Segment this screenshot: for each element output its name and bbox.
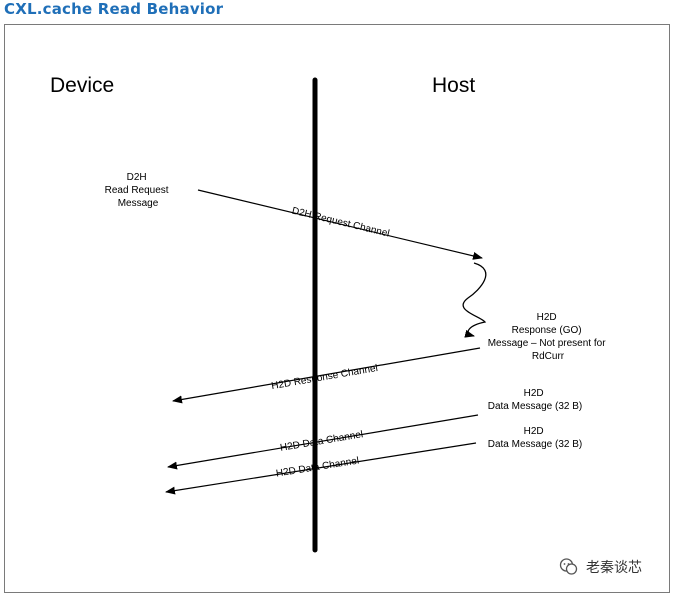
h2d-data-channel-1-label: H2D Data Channel xyxy=(279,429,364,454)
h2d-data-message-1-label: H2D Data Message (32 B) xyxy=(488,388,583,412)
d2h-request-arrow xyxy=(197,189,483,260)
h2d-data-message-2-label: H2D Data Message (32 B) xyxy=(488,426,583,450)
watermark-text: 老秦谈芯 xyxy=(586,560,642,576)
h2d-response-channel-label: H2D Response Channel xyxy=(271,363,379,392)
host-processing-squiggle xyxy=(462,262,487,338)
h2d-data-arrow-2 xyxy=(165,442,477,495)
wechat-logo-icon xyxy=(559,558,578,575)
page-title: CXL.cache Read Behavior xyxy=(4,0,224,18)
h2d-data-arrow-1 xyxy=(167,414,479,470)
d2h-message-label: D2H Read Request Message xyxy=(105,172,172,209)
d2h-request-channel-label: D2H Request Channel xyxy=(291,206,391,240)
h2d-response-arrow xyxy=(172,347,481,404)
host-lane-label: Host xyxy=(432,74,475,97)
device-lane-label: Device xyxy=(50,74,114,97)
h2d-response-message-label: H2D Response (GO) Message – Not present … xyxy=(488,312,609,362)
h2d-data-channel-2-label: H2D Data Channel xyxy=(275,456,360,480)
diagram-border xyxy=(4,24,670,593)
watermark: 老秦谈芯 xyxy=(558,556,642,578)
